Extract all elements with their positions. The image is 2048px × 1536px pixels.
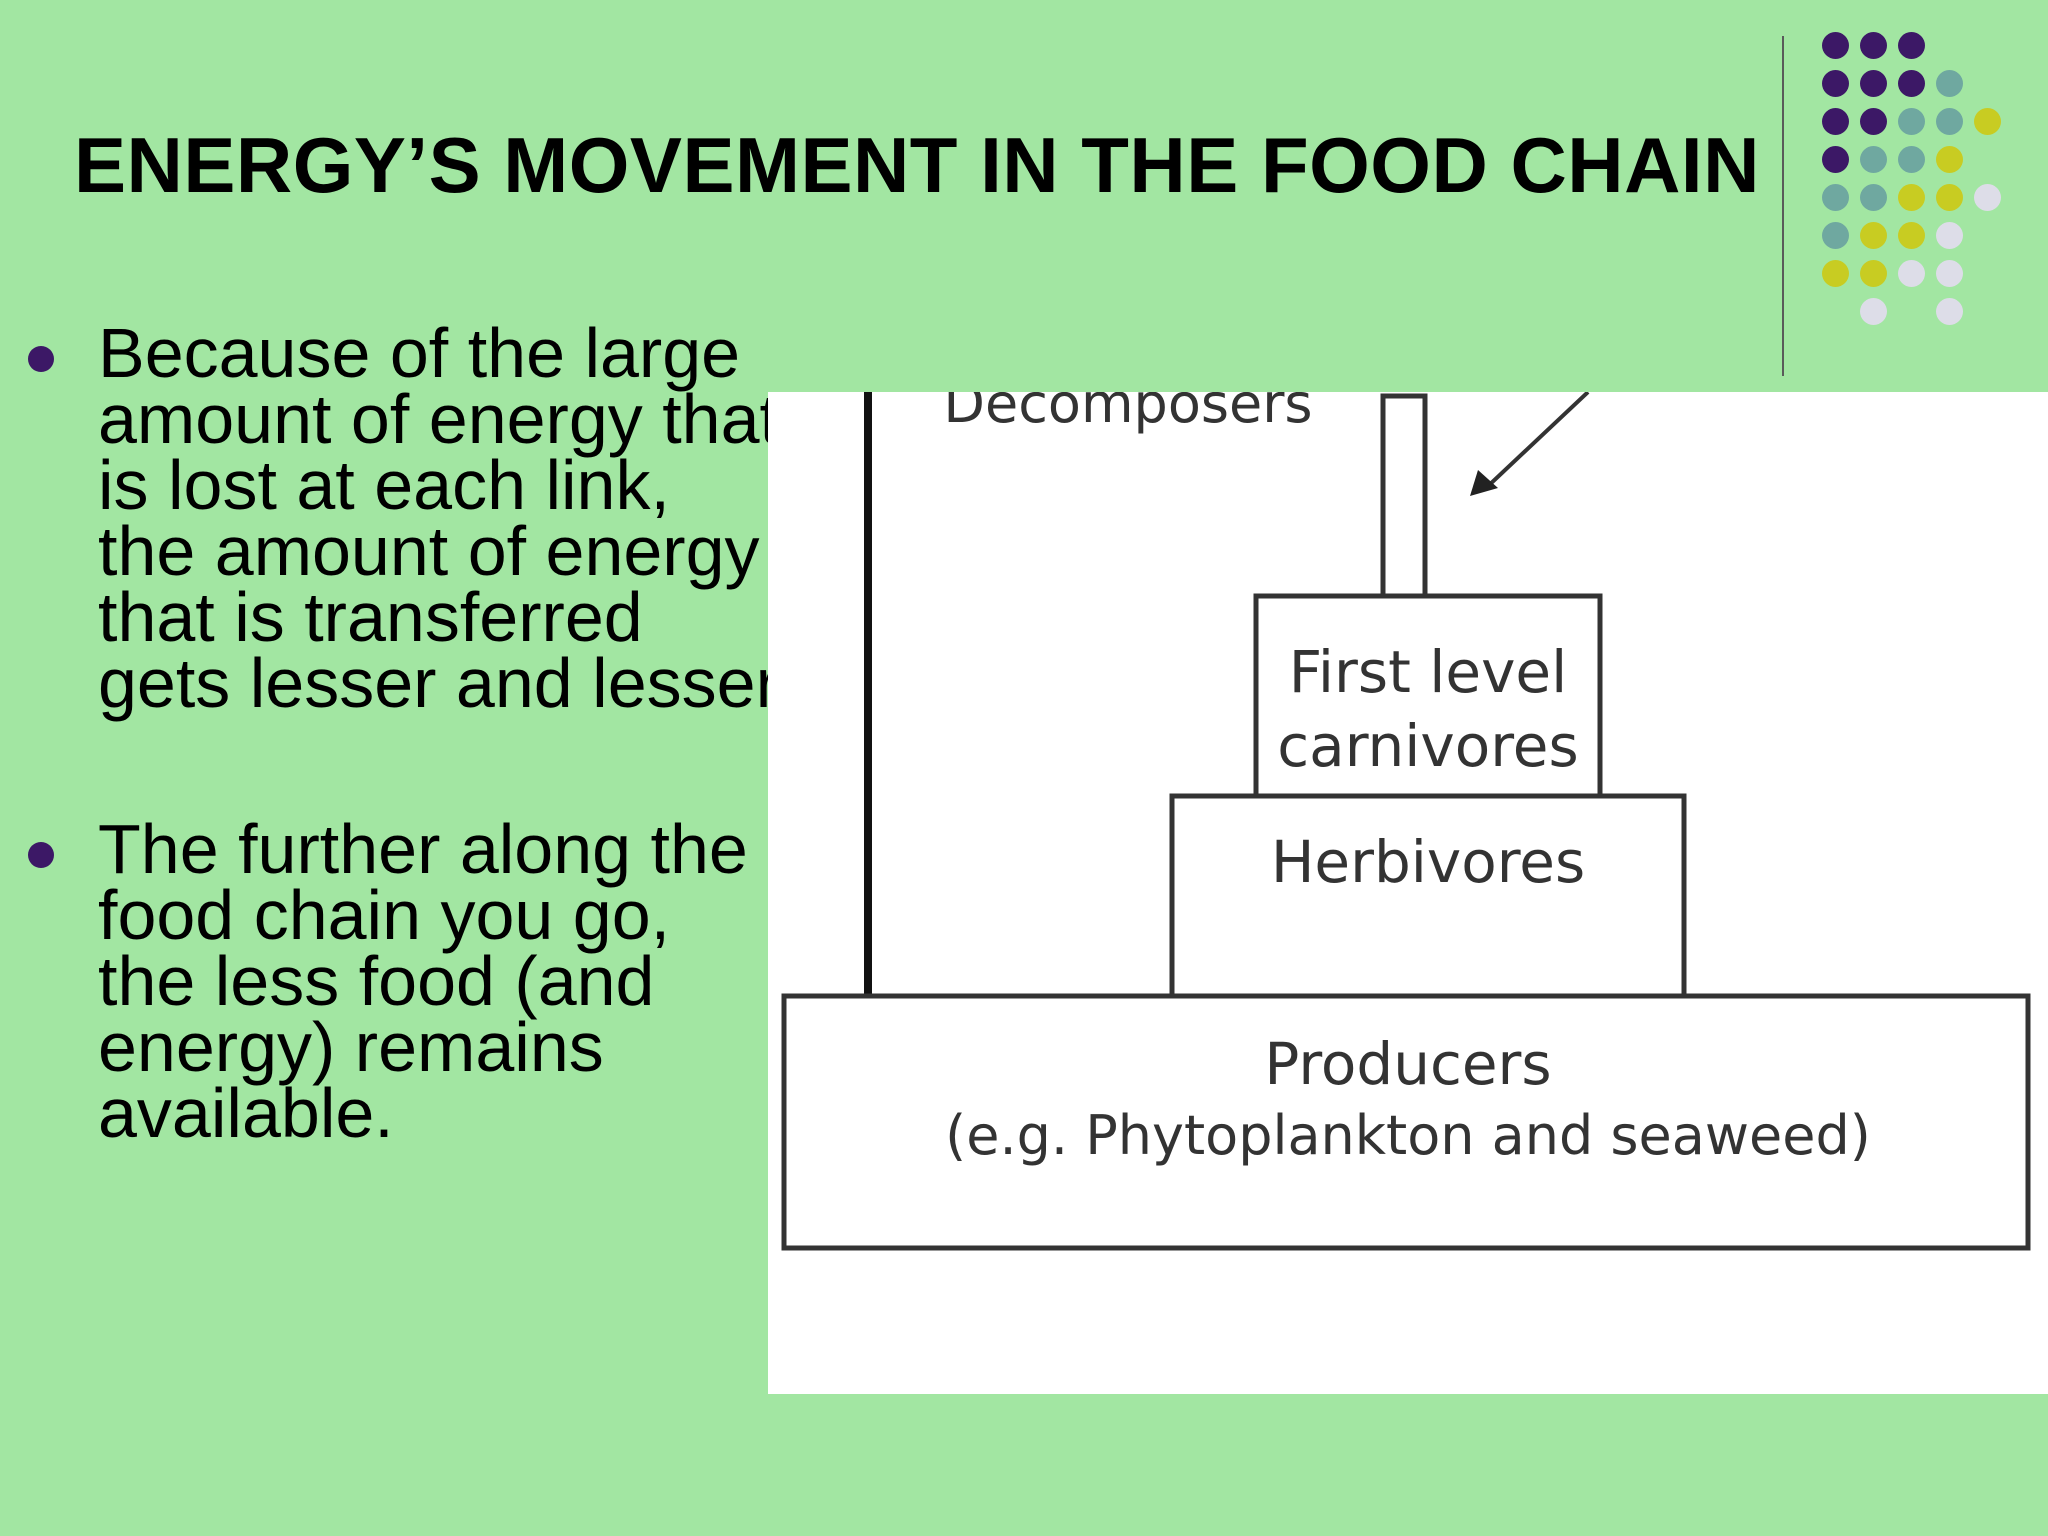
- bullet-icon: [28, 346, 54, 372]
- dot: [1898, 70, 1925, 97]
- dot: [1860, 108, 1887, 135]
- dot: [1860, 298, 1887, 325]
- dot: [1860, 70, 1887, 97]
- slide-title: ENERGY’S MOVEMENT IN THE FOOD CHAIN: [74, 121, 1760, 209]
- bullet-item: Because of the large amount of energy th…: [20, 318, 780, 718]
- decomposer-line: [864, 392, 872, 996]
- dot: [1936, 146, 1963, 173]
- producers-label-line2: (e.g. Phytoplankton and seaweed): [945, 1104, 1871, 1167]
- bullet-list: Because of the large amount of energy th…: [20, 318, 780, 1148]
- apex-column: [1380, 393, 1428, 599]
- dot: [1822, 184, 1849, 211]
- bullet-text: The further along the food chain you go,…: [98, 810, 748, 1152]
- dot: [1974, 184, 2001, 211]
- bullet-text: Because of the large amount of energy th…: [98, 314, 779, 722]
- dot: [1936, 260, 1963, 287]
- title-divider: [1782, 36, 1784, 376]
- dot: [1936, 298, 1963, 325]
- dot: [1936, 108, 1963, 135]
- dot: [1974, 108, 2001, 135]
- producers-box: [781, 993, 2031, 1251]
- dot: [1822, 70, 1849, 97]
- first-level-label-line1: First level: [1289, 638, 1567, 706]
- food-pyramid-diagram: Decomposers First level carnivores Herbi…: [781, 392, 2031, 1251]
- dot: [1936, 184, 1963, 211]
- dot: [1822, 146, 1849, 173]
- dot: [1898, 108, 1925, 135]
- arrow-head-icon: [1470, 470, 1498, 496]
- first-level-label-line2: carnivores: [1277, 712, 1578, 780]
- bullet-icon: [28, 842, 54, 868]
- dot: [1860, 222, 1887, 249]
- dot: [1860, 184, 1887, 211]
- dot: [1898, 260, 1925, 287]
- dot: [1860, 260, 1887, 287]
- arrow-line: [1484, 392, 1590, 490]
- herbivores-label: Herbivores: [1271, 828, 1585, 896]
- dot: [1898, 146, 1925, 173]
- dot: [1898, 222, 1925, 249]
- dot: [1936, 70, 1963, 97]
- dot: [1822, 32, 1849, 59]
- dot: [1898, 184, 1925, 211]
- decorative-dot-grid: [1822, 32, 2012, 332]
- dot: [1898, 32, 1925, 59]
- dot: [1822, 108, 1849, 135]
- producers-label-line1: Producers: [1264, 1030, 1551, 1098]
- decomposers-label: Decomposers: [943, 392, 1312, 435]
- dot: [1860, 146, 1887, 173]
- dot: [1822, 222, 1849, 249]
- food-pyramid-figure: Decomposers First level carnivores Herbi…: [768, 392, 2048, 1394]
- bullet-item: The further along the food chain you go,…: [20, 814, 780, 1148]
- dot: [1822, 260, 1849, 287]
- herbivores-box: [1169, 793, 1687, 999]
- dot: [1936, 222, 1963, 249]
- dot: [1860, 32, 1887, 59]
